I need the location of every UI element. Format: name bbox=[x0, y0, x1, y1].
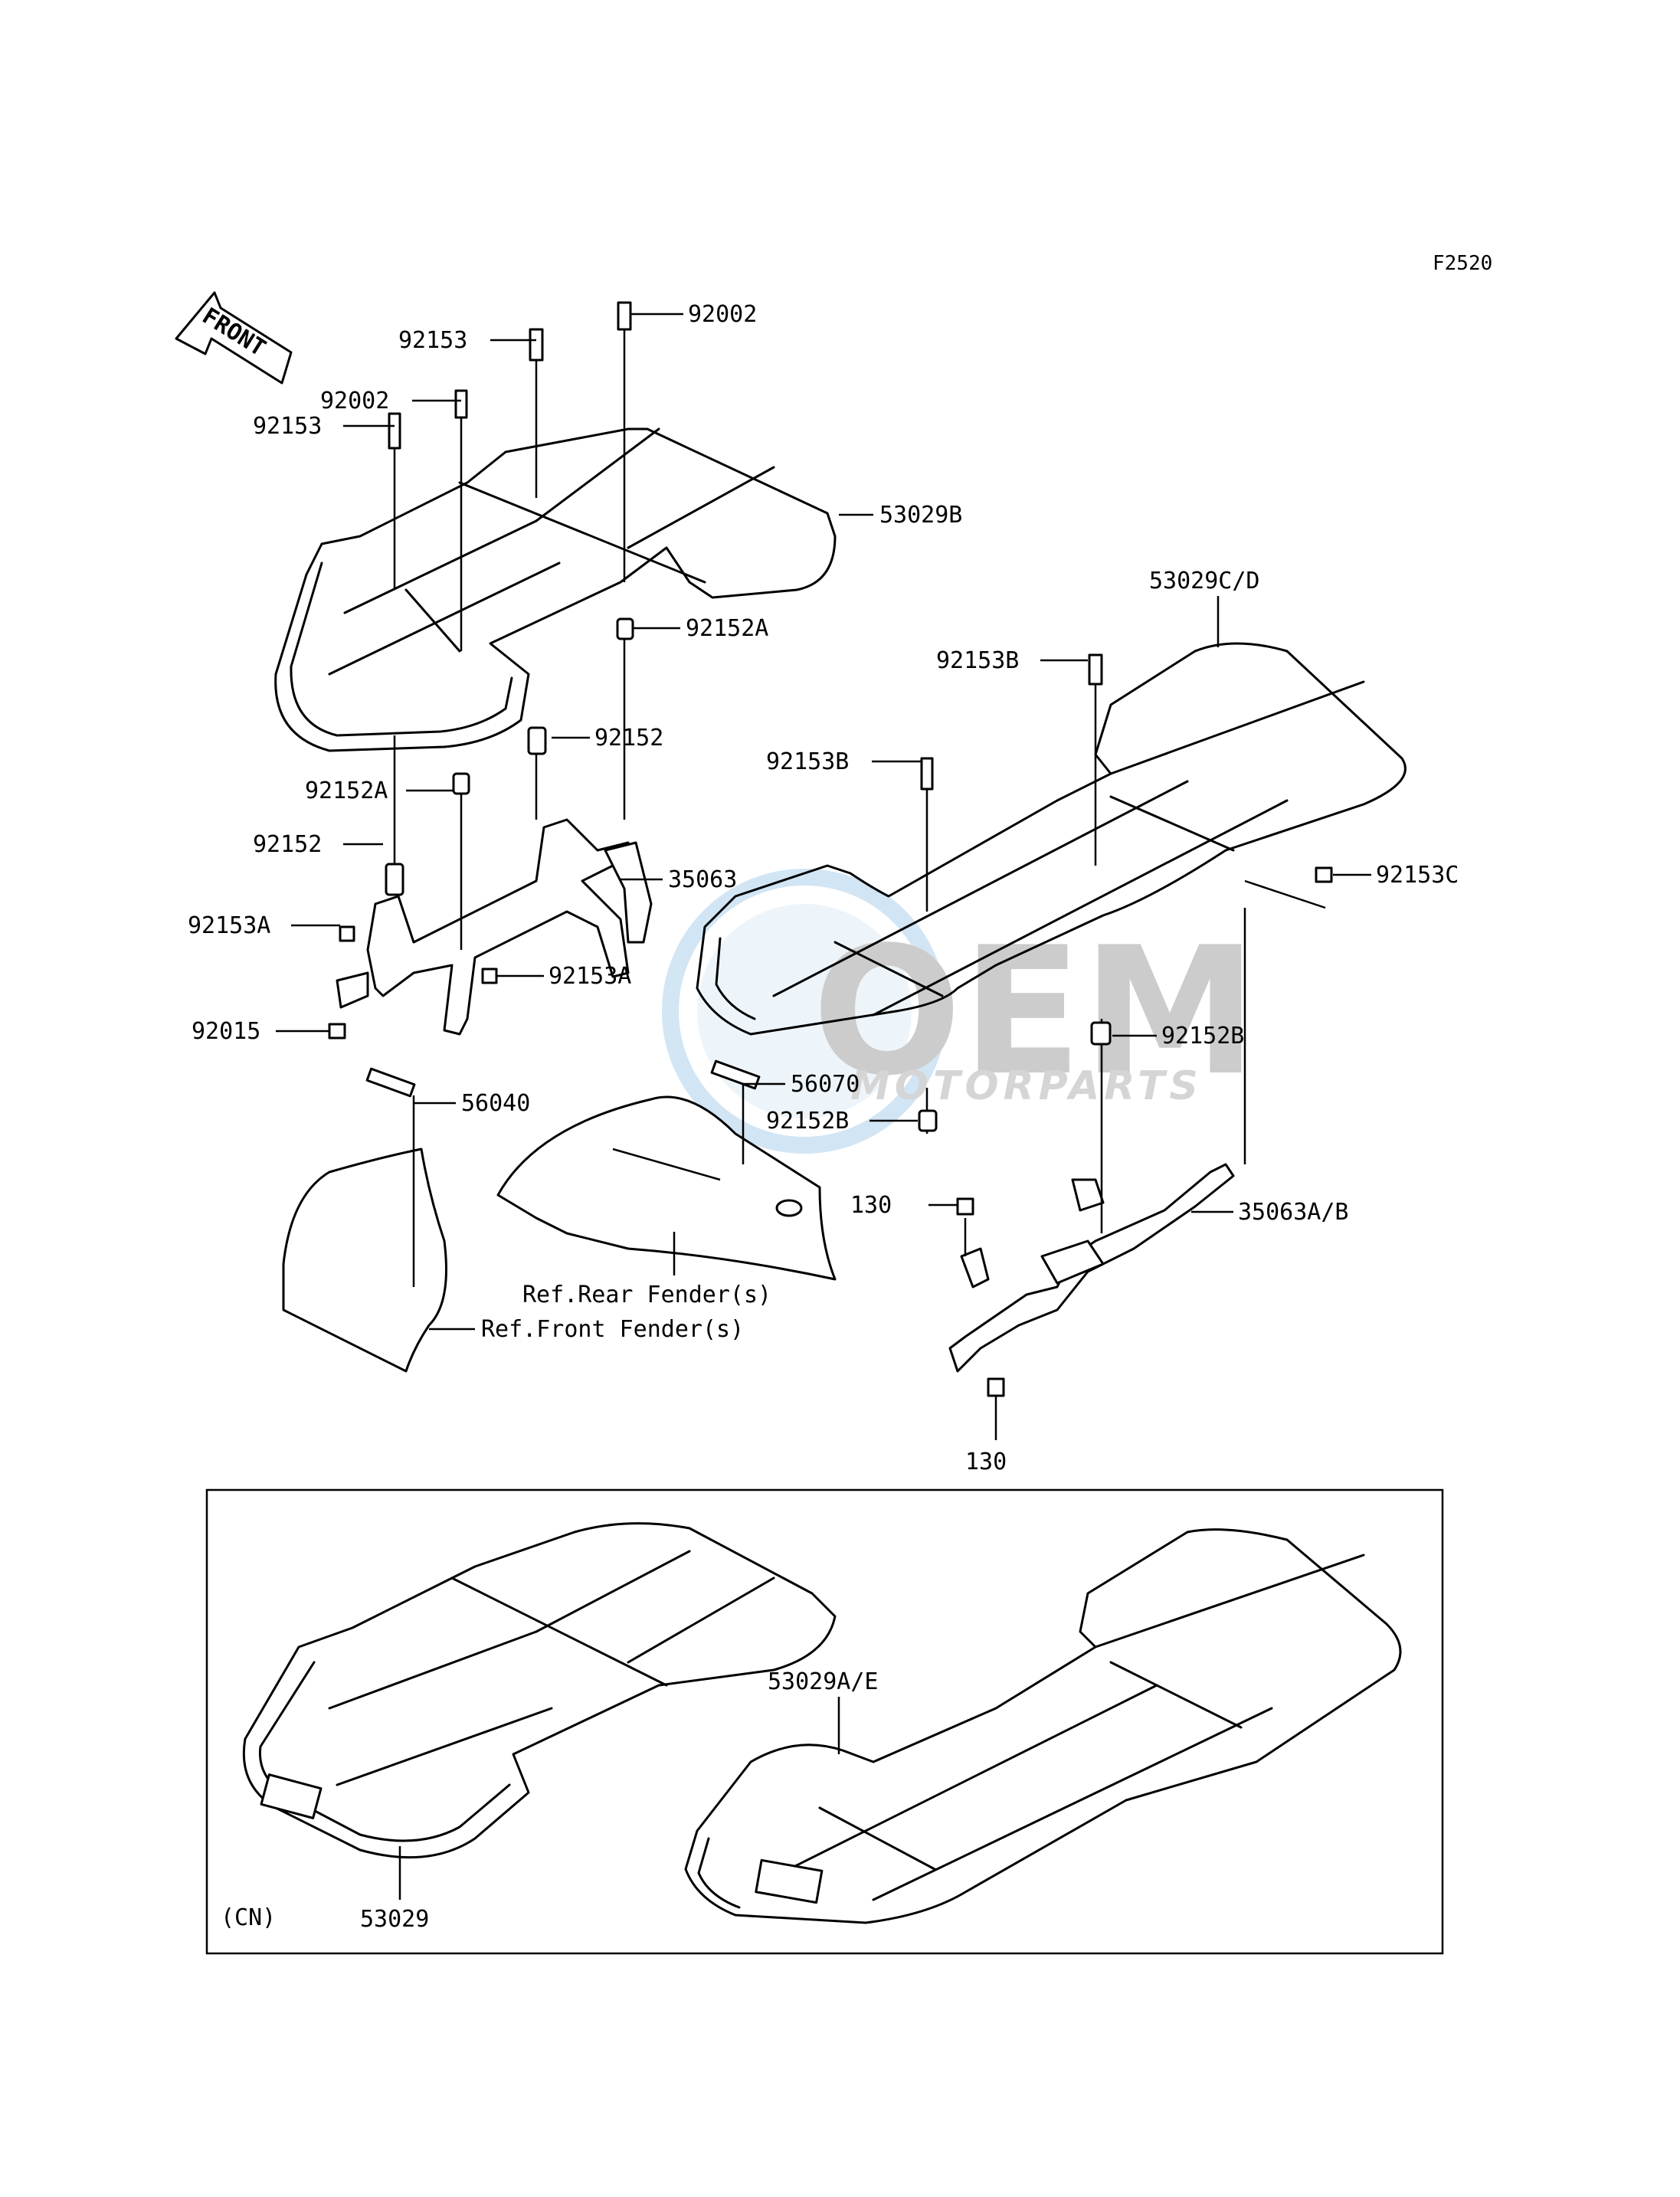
callouts: 92002 92153 92002 92153 53029B 92152A 92… bbox=[188, 301, 1459, 1475]
front-fender bbox=[282, 1148, 447, 1373]
fasteners-left bbox=[328, 301, 634, 1040]
callout-53029: 53029 bbox=[360, 1906, 429, 1933]
front-rack-bracket-35063 bbox=[336, 818, 653, 1036]
rear-fender bbox=[496, 1095, 837, 1281]
callout-92152a-left: 92152A bbox=[305, 778, 388, 804]
leader-lines bbox=[276, 313, 1371, 1331]
callout-92002-top: 92002 bbox=[688, 301, 757, 328]
callout-92152b-low: 92152B bbox=[766, 1108, 849, 1135]
callout-130-bottom: 130 bbox=[965, 1449, 1007, 1475]
front-rack-53029b bbox=[274, 427, 837, 752]
callout-92015: 92015 bbox=[192, 1018, 260, 1045]
label-56040-shape bbox=[365, 1067, 416, 1098]
callout-92153a-right: 92153A bbox=[549, 963, 631, 990]
inset-rack-53029 bbox=[242, 1522, 837, 1859]
cn-inset: (CN) 53029 53029A/E bbox=[205, 1488, 1444, 1955]
callout-92153a-left: 92153A bbox=[188, 912, 270, 939]
callout-130-top: 130 bbox=[850, 1192, 892, 1219]
watermark-logo: OEM MOTORPARTS bbox=[662, 869, 1258, 1154]
callout-92152b-right: 92152B bbox=[1161, 1023, 1244, 1049]
callout-53029b: 53029B bbox=[879, 502, 962, 529]
callout-92152a-right: 92152A bbox=[686, 615, 768, 642]
diagram-code: F2520 bbox=[1433, 252, 1492, 275]
callout-92152-mid: 92152 bbox=[594, 725, 663, 751]
callout-35063: 35063 bbox=[668, 866, 737, 893]
callout-92153b-mid: 92153B bbox=[766, 748, 849, 775]
rear-rack-53029cd bbox=[696, 642, 1407, 1036]
callout-35063ab: 35063A/B bbox=[1238, 1199, 1349, 1226]
front-arrow-icon: FRONT bbox=[175, 291, 293, 385]
callout-92153b-top: 92153B bbox=[936, 647, 1019, 674]
label-56070-shape bbox=[710, 1059, 761, 1090]
callout-92153c: 92153C bbox=[1376, 862, 1459, 889]
ref-rear-fender: Ref.Rear Fender(s) bbox=[522, 1282, 771, 1308]
callout-92152-left: 92152 bbox=[253, 831, 322, 858]
inset-frame bbox=[205, 1488, 1444, 1955]
ref-front-fender: Ref.Front Fender(s) bbox=[481, 1316, 744, 1343]
callout-92153-left: 92153 bbox=[253, 413, 322, 440]
watermark-sub: MOTORPARTS bbox=[850, 1063, 1203, 1109]
inset-rack-53029ae bbox=[684, 1528, 1402, 1924]
callout-53029ae: 53029A/E bbox=[768, 1668, 879, 1695]
callout-56040: 56040 bbox=[461, 1090, 530, 1117]
rear-rack-bracket-35063ab bbox=[948, 1163, 1235, 1373]
callout-53029cd: 53029C/D bbox=[1149, 568, 1260, 594]
callout-92002-mid: 92002 bbox=[320, 388, 389, 414]
inset-region-label: (CN) bbox=[221, 1904, 276, 1931]
fasteners-right bbox=[918, 653, 1333, 1440]
callout-92153-top: 92153 bbox=[398, 327, 467, 354]
callout-56070: 56070 bbox=[791, 1071, 860, 1098]
